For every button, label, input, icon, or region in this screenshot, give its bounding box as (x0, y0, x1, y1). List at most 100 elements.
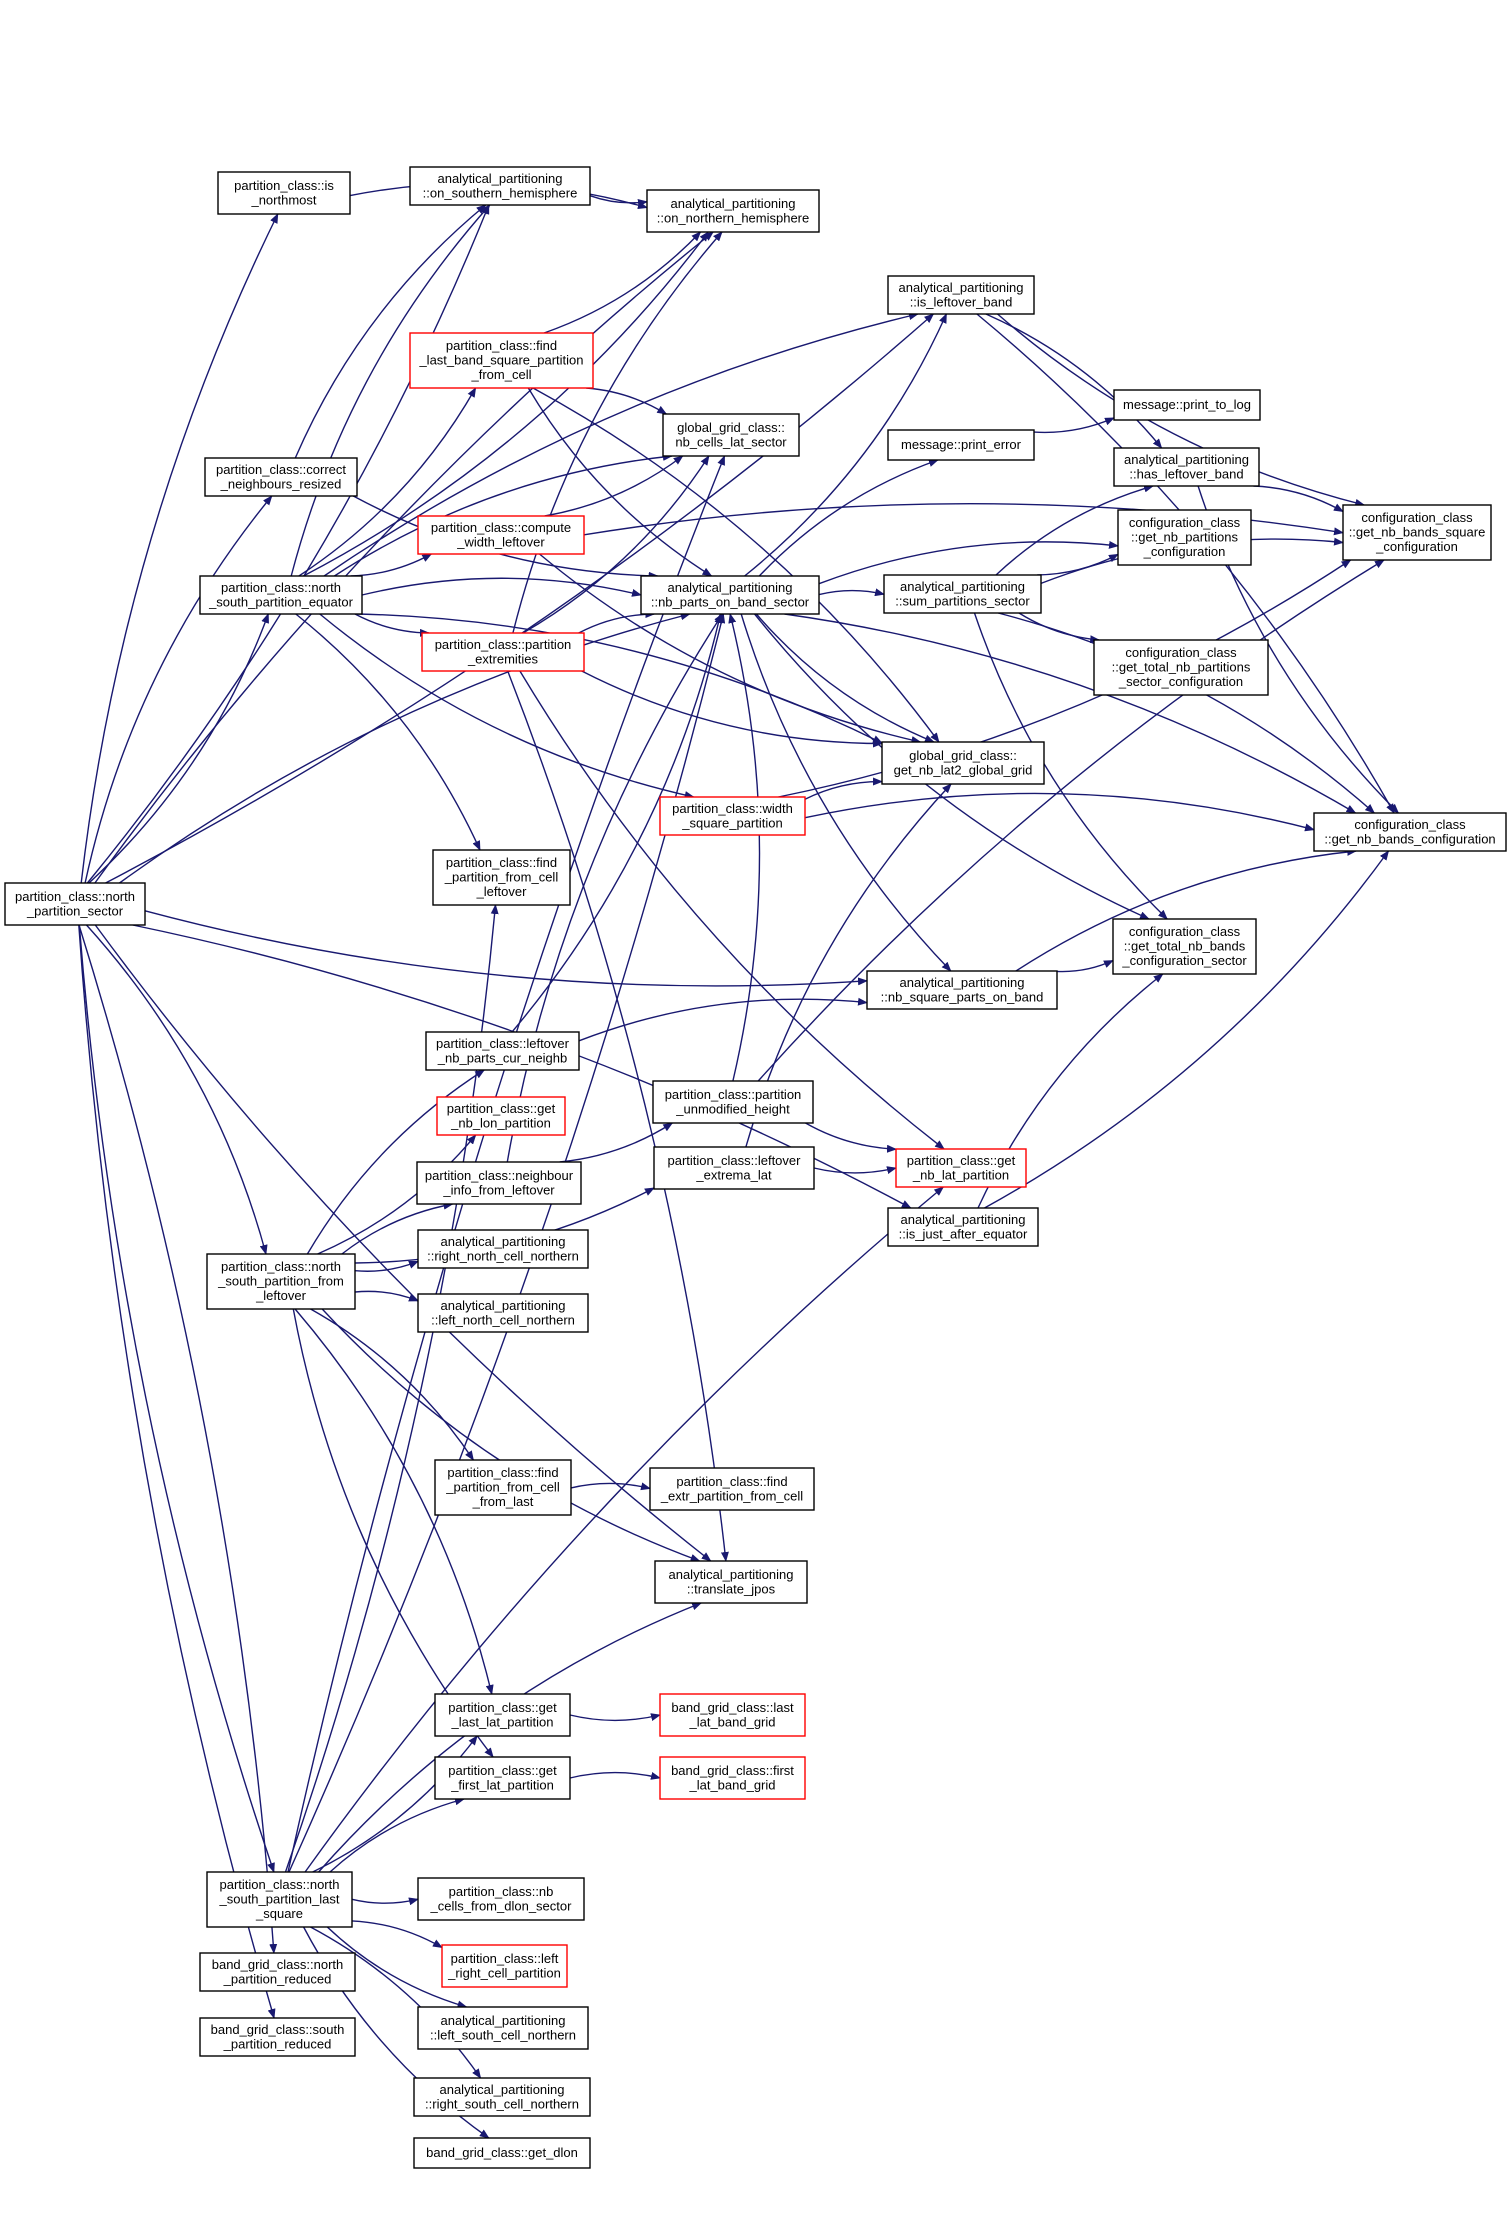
call-edge-root-to-is_northmost (80, 213, 279, 884)
call-edge-ns_equator-to-is_leftover_band (323, 312, 919, 577)
graph-node-is_just_after[interactable]: analytical_partitioning::is_just_after_e… (887, 1207, 1039, 1247)
node-label-line: nb_cells_lat_sector (675, 434, 787, 449)
call-edge-get_first_lat-to-first_lat_band (569, 1771, 661, 1780)
call-edge-ns_last_square-to-nb_cells_from_dlon (351, 1897, 419, 1906)
graph-node-print_to_log[interactable]: message::print_to_log (1113, 389, 1261, 421)
node-label-line: get_nb_lat2_global_grid (894, 762, 1033, 777)
graph-node-first_lat_band[interactable]: band_grid_class::first_lat_band_grid (659, 1756, 806, 1800)
graph-node-left_south[interactable]: analytical_partitioning::left_south_cell… (417, 2006, 589, 2050)
graph-node-right_north[interactable]: analytical_partitioning::right_north_cel… (417, 1229, 589, 1269)
node-box (662, 413, 800, 457)
call-edge-nb_square_parts-to-get_nb_bands_conf (1015, 847, 1358, 972)
graph-node-band_south_reduced[interactable]: band_grid_class::south_partition_reduced (199, 2017, 356, 2057)
graph-node-ns_equator[interactable]: partition_class::north_south_partition_e… (199, 575, 363, 615)
node-label-line: _right_cell_partition (447, 1965, 561, 1980)
graph-node-correct_neighbours[interactable]: partition_class::correct_neighbours_resi… (204, 457, 358, 497)
graph-node-sum_partitions_sector[interactable]: analytical_partitioning::sum_partitions_… (883, 574, 1042, 614)
call-edge-nb_parts_on_band_sector-to-is_leftover_band (744, 313, 948, 577)
call-edge-nb_parts_on_band_sector-to-nb_square_parts (740, 613, 952, 972)
node-box (199, 575, 363, 615)
graph-node-is_northmost[interactable]: partition_class::is_northmost (217, 171, 351, 215)
graph-node-last_lat_band[interactable]: band_grid_class::last_lat_band_grid (659, 1693, 806, 1737)
graph-node-get_nb_lon[interactable]: partition_class::get_nb_lon_partition (436, 1096, 566, 1136)
graph-node-width_square[interactable]: partition_class::width_square_partition (659, 796, 806, 836)
call-edge-nb_parts_on_band_sector-to-sum_partitions_sector (818, 588, 885, 597)
node-layer: partition_class::north_partition_sectorp… (4, 166, 1507, 2169)
node-label-line: analytical_partitioning (667, 580, 792, 595)
graph-node-get_nb_partitions_conf[interactable]: configuration_class::get_nb_partitions_c… (1117, 509, 1252, 566)
node-label-line: band_grid_class::north (212, 1957, 344, 1972)
call-edge-root-to-on_northern (94, 231, 714, 884)
call-edge-root-to-nb_parts_on_band_sector (119, 612, 691, 884)
call-edge-ns_equator-to-width_square (319, 613, 695, 799)
graph-node-get_nb_lat2[interactable]: global_grid_class::get_nb_lat2_global_gr… (881, 741, 1045, 785)
graph-node-get_nb_lat[interactable]: partition_class::get_nb_lat_partition (895, 1148, 1027, 1188)
graph-node-on_southern[interactable]: analytical_partitioning::on_southern_hem… (409, 166, 591, 206)
graph-node-get_total_nb_partitions_sector[interactable]: configuration_class::get_total_nb_partit… (1093, 639, 1269, 696)
call-edge-leftover_extrema-to-get_nb_lat (813, 1166, 897, 1174)
node-box (654, 1560, 808, 1604)
node-label-line: _square_partition (681, 815, 782, 830)
node-label-line: _leftover (255, 1288, 307, 1303)
graph-node-nb_cells_from_dlon[interactable]: partition_class::nb_cells_from_dlon_sect… (417, 1877, 585, 1921)
graph-node-is_leftover_band[interactable]: analytical_partitioning::is_leftover_ban… (887, 275, 1035, 315)
node-box (1313, 812, 1507, 852)
graph-node-on_northern[interactable]: analytical_partitioning::on_northern_hem… (646, 189, 820, 233)
graph-node-left_right_cell[interactable]: partition_class::left_right_cell_partiti… (441, 1944, 568, 1988)
node-label-line: _last_band_square_partition (418, 353, 583, 368)
graph-node-partition_extremities[interactable]: partition_class::partition_extremities (421, 632, 585, 672)
node-box (204, 457, 358, 497)
call-edge-root-to-correct_neighbours (84, 495, 273, 884)
node-label-line: ::nb_square_parts_on_band (881, 989, 1044, 1004)
graph-node-partition_unmodified[interactable]: partition_class::partition_unmodified_he… (652, 1080, 814, 1124)
call-edge-ns_from_leftover-to-get_last_lat (294, 1308, 494, 1695)
node-box (646, 189, 820, 233)
graph-node-nb_parts_on_band_sector[interactable]: analytical_partitioning::nb_parts_on_ban… (640, 575, 820, 615)
graph-node-left_north[interactable]: analytical_partitioning::left_north_cell… (417, 1293, 589, 1333)
graph-node-ns_last_square[interactable]: partition_class::north_south_partition_l… (206, 1871, 353, 1928)
node-label-line: _configuration_sector (1121, 953, 1247, 968)
graph-node-find_from_cell_last[interactable]: partition_class::find_partition_from_cel… (434, 1459, 572, 1516)
graph-node-ns_from_leftover[interactable]: partition_class::north_south_partition_f… (206, 1253, 356, 1310)
node-box (652, 1080, 814, 1124)
node-label-line: partition_class::partition (665, 1087, 802, 1102)
graph-node-get_dlon[interactable]: band_grid_class::get_dlon (413, 2137, 591, 2169)
call-edge-root-to-band_north_reduced (78, 924, 278, 1954)
node-label-line: _configuration (1375, 539, 1458, 554)
graph-node-neighbour_info[interactable]: partition_class::neighbour_info_from_lef… (416, 1161, 582, 1205)
call-edge-width_square-to-get_nb_bands_square (778, 559, 1352, 798)
node-box (217, 171, 351, 215)
graph-node-find_extr[interactable]: partition_class::find_extr_partition_fro… (649, 1467, 815, 1511)
graph-node-compute_width[interactable]: partition_class::compute_width_leftover (417, 515, 585, 555)
graph-node-find_from_cell_leftover[interactable]: partition_class::find_partition_from_cel… (432, 849, 571, 906)
call-edge-nb_parts_on_band_sector-to-get_total_nb_bands (754, 613, 1150, 920)
graph-node-leftover_extrema[interactable]: partition_class::leftover_extrema_lat (653, 1146, 815, 1190)
graph-node-nb_square_parts[interactable]: analytical_partitioning::nb_square_parts… (866, 970, 1058, 1010)
graph-node-root[interactable]: partition_class::north_partition_sector (4, 882, 146, 926)
graph-node-leftover_nb_parts[interactable]: partition_class::leftover_nb_parts_cur_n… (425, 1031, 580, 1071)
node-box (883, 574, 1042, 614)
call-edge-is_leftover_band-to-has_leftover_band (985, 313, 1163, 449)
graph-node-get_last_lat[interactable]: partition_class::get_last_lat_partition (434, 1693, 571, 1737)
node-box (409, 166, 591, 206)
node-label-line: analytical_partitioning (668, 1567, 793, 1582)
node-box (659, 1693, 806, 1737)
node-label-line: _nb_parts_cur_neighb (437, 1050, 567, 1065)
graph-node-find_last_band[interactable]: partition_class::find_last_band_square_p… (409, 332, 594, 389)
graph-node-get_nb_bands_square[interactable]: configuration_class::get_nb_bands_square… (1342, 504, 1492, 561)
node-label-line: partition_class::compute (431, 520, 571, 535)
graph-node-right_south[interactable]: analytical_partitioning::right_south_cel… (413, 2077, 591, 2117)
graph-node-get_first_lat[interactable]: partition_class::get_first_lat_partition (434, 1756, 571, 1800)
node-box (1112, 918, 1257, 975)
node-label-line: _width_leftover (456, 534, 545, 549)
graph-node-band_north_reduced[interactable]: band_grid_class::north_partition_reduced (199, 1952, 356, 1992)
node-label-line: _first_lat_partition (450, 1777, 554, 1792)
graph-node-nb_cells_lat_sector[interactable]: global_grid_class::nb_cells_lat_sector (662, 413, 800, 457)
call-edge-partition_unmodified-to-nb_parts_on_band_sector (728, 613, 761, 1082)
graph-node-print_error[interactable]: message::print_error (887, 429, 1035, 461)
graph-node-translate_jpos[interactable]: analytical_partitioning::translate_jpos (654, 1560, 808, 1604)
graph-node-get_total_nb_bands[interactable]: configuration_class::get_total_nb_bands_… (1112, 918, 1257, 975)
graph-node-has_leftover_band[interactable]: analytical_partitioning::has_leftover_ba… (1113, 447, 1260, 487)
graph-node-get_nb_bands_conf[interactable]: configuration_class::get_nb_bands_config… (1313, 812, 1507, 852)
call-edge-ns_from_leftover-to-neighbour_info (341, 1201, 454, 1255)
